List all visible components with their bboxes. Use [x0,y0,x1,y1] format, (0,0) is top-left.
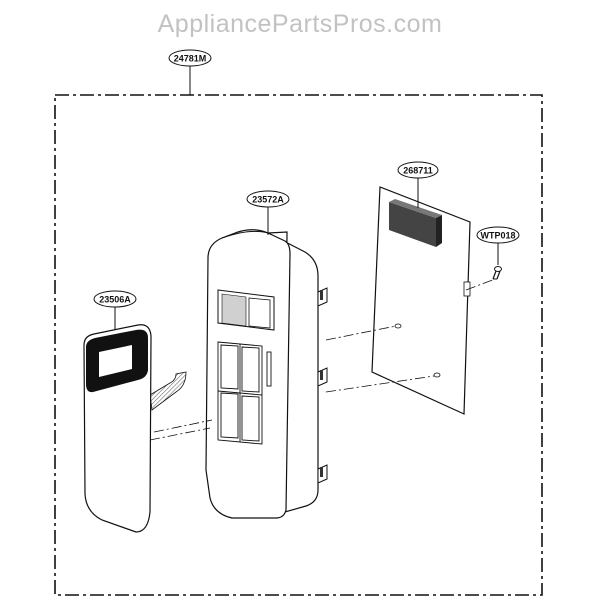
callout-assembly[interactable]: 24781M [168,49,212,95]
callout-label-assembly: 24781M [174,54,207,64]
assembly-guide-lines [149,278,496,441]
callout-label-screw: WTP018 [480,231,515,241]
callout-screw[interactable]: WTP018 [476,226,520,265]
callout-label-membrane: 23506A [99,295,131,305]
assembly-boundary [54,94,543,596]
callout-pcb[interactable]: 268711 [397,161,439,208]
screw [492,266,502,280]
control-housing [205,229,328,519]
callout-membrane[interactable]: 23506A [93,290,137,330]
watermark-text: AppliancePartsPros.com [157,10,443,38]
callout-housing[interactable]: 23572A [246,190,290,235]
pcb-board [371,186,471,415]
callout-label-housing: 23572A [252,195,284,205]
callout-label-pcb: 268711 [403,166,433,176]
membrane-keypad [83,324,187,533]
